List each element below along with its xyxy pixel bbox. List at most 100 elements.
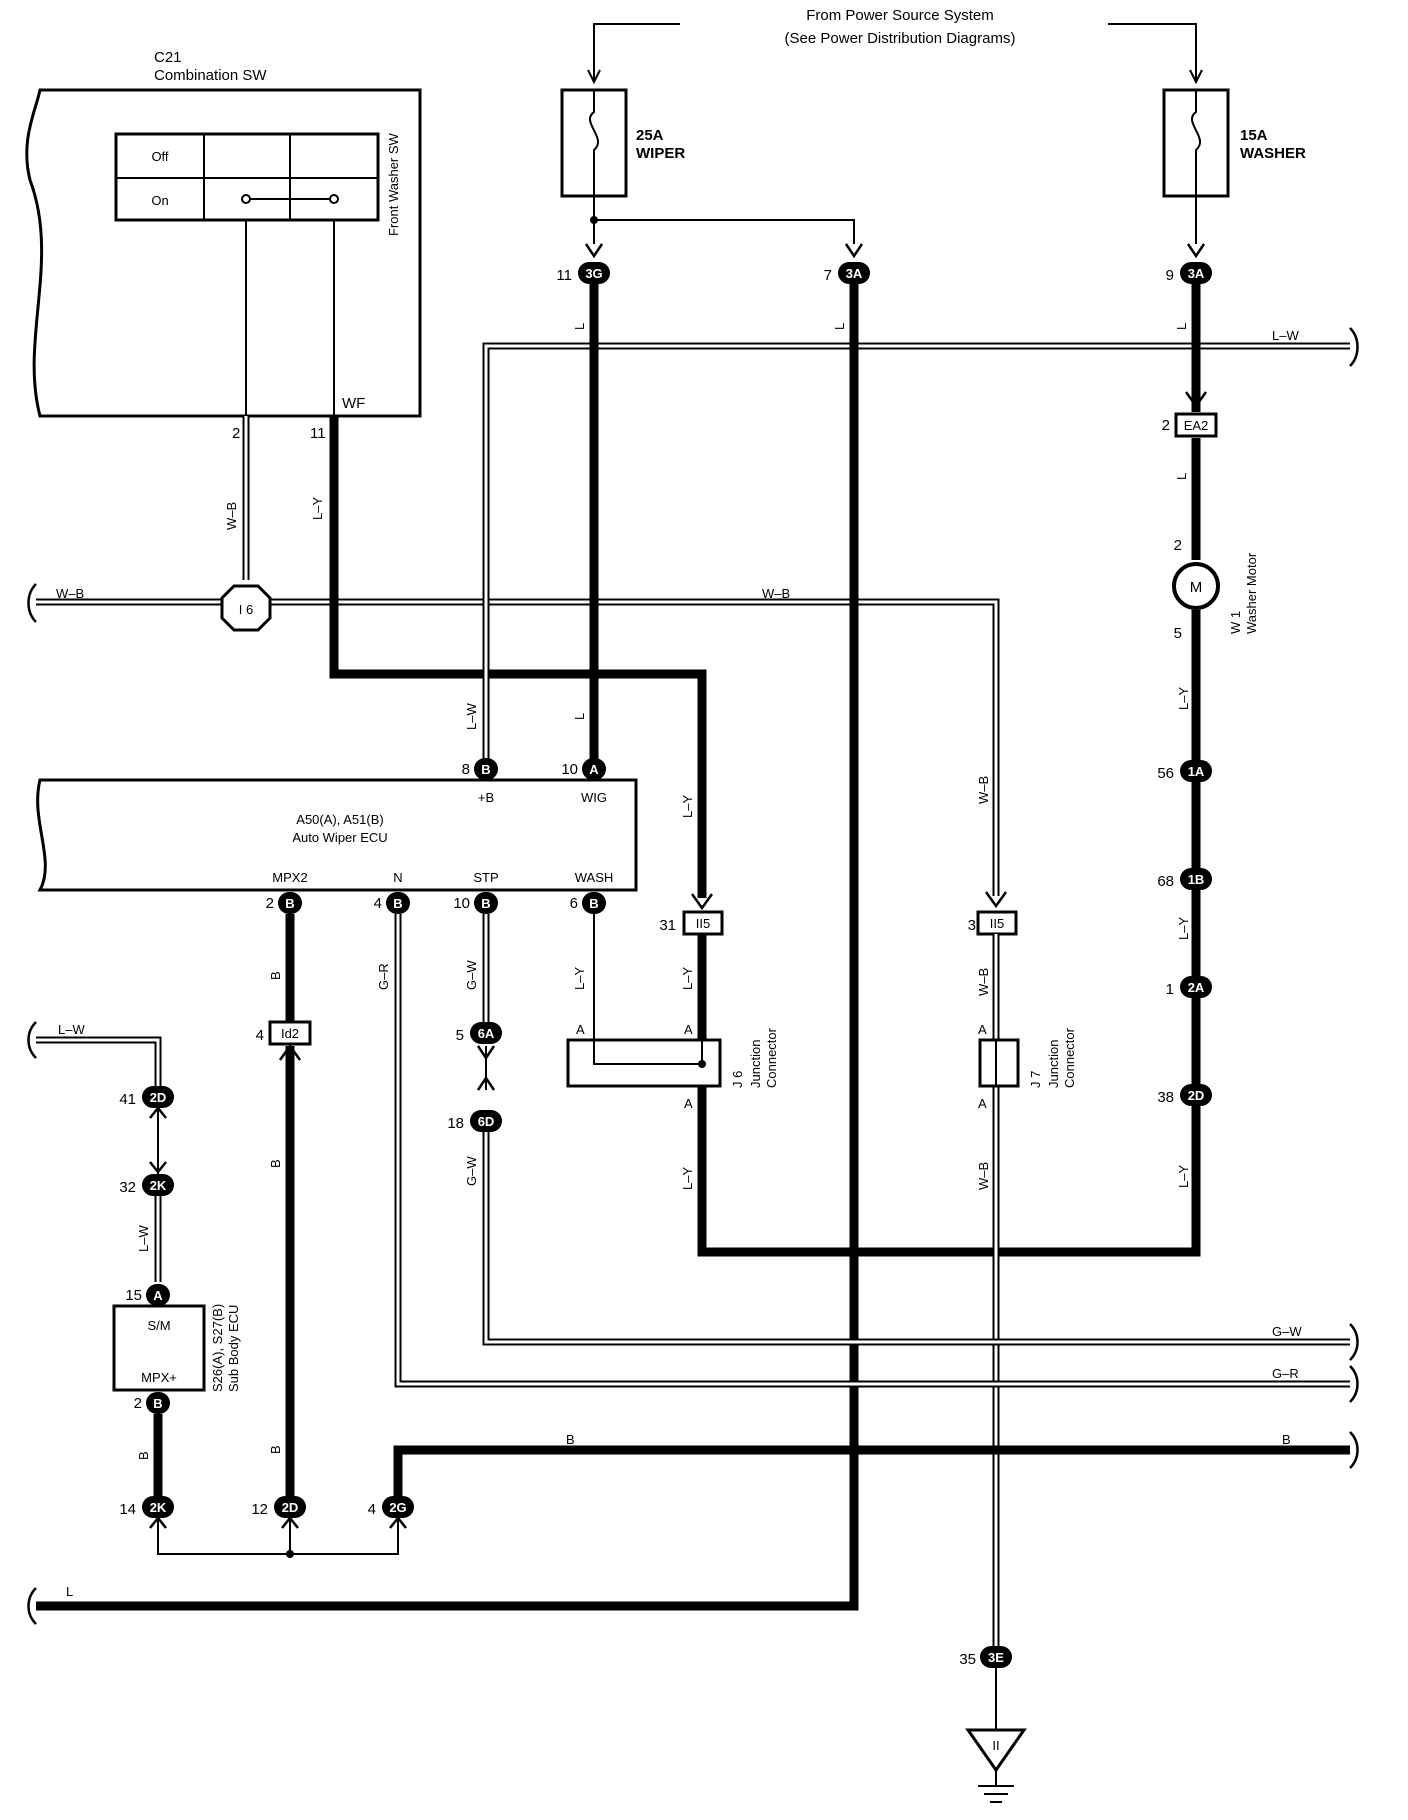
connector-2d-bottom-id: 2D [282, 1500, 299, 1515]
connector-2a: 1 2A [1166, 976, 1212, 998]
ground-ii-label: II [992, 1738, 999, 1753]
connector-ea2-id: EA2 [1184, 418, 1209, 433]
power-source-line1: From Power Source System [806, 7, 994, 24]
ecu-pin-10b-no: 10 [453, 895, 470, 912]
wire-b-body-ecu: B [136, 1414, 163, 1496]
connector-3g-id: 3G [585, 266, 602, 281]
wire-label-g-w-right: G–W [1272, 1324, 1302, 1339]
connector-6d-id: 6D [478, 1114, 495, 1129]
ecu-terminal-plus-b: +B [478, 790, 494, 805]
junction-j7-pin-a-top: A [978, 1022, 987, 1037]
connector-ii5-right-no: 3 [968, 917, 976, 934]
sub-body-ecu-pin-2: 2 [134, 1395, 142, 1412]
ecu-terminal-wig: WIG [581, 790, 607, 805]
wire-w-b-switch: W–B [224, 416, 250, 580]
ecu-pin-10a-conn: A [589, 762, 599, 777]
connector-3e-no: 35 [959, 1651, 976, 1668]
wire-label-w-b-switch: W–B [224, 502, 239, 530]
wire-label-l-y-1b: L–Y [1176, 917, 1191, 940]
wire-l-w-left: L–W L–W [27, 1021, 167, 1282]
connector-1b-id: 1B [1188, 872, 1205, 887]
wire-label-w-b-left: W–B [56, 586, 84, 601]
wire-label-b-body-ecu: B [136, 1451, 151, 1460]
wire-label-l-w-top: L–W [1272, 328, 1299, 343]
sub-body-ecu-pin-15-conn: A [153, 1288, 163, 1303]
connector-2d-right-id: 2D [1188, 1088, 1205, 1103]
connector-2g: 4 2G [368, 1496, 414, 1518]
connector-3a-washer-no: 9 [1166, 267, 1174, 284]
fuse-washer-name: WASHER [1240, 145, 1306, 162]
ecu-terminal-stp: STP [473, 870, 498, 885]
connector-2d-bottom-no: 12 [251, 1501, 268, 1518]
connector-ii5-right-id: II5 [990, 916, 1004, 931]
ecu-pin-6b-no: 6 [570, 895, 578, 912]
fuse-wiper: 25A WIPER [560, 88, 685, 198]
connector-1b: 68 1B [1157, 868, 1212, 890]
source-lead-washer [1108, 23, 1197, 80]
connector-2k-top: 32 2K [119, 1174, 174, 1196]
junction-j7-name2: Connector [1062, 1027, 1077, 1088]
sub-body-ecu-pin-15: 15 [125, 1287, 142, 1304]
washer-motor-ref: W 1 [1228, 611, 1243, 634]
connector-2d-bottom: 12 2D [251, 1496, 306, 1518]
connector-2a-no: 1 [1166, 981, 1174, 998]
wire-l-y-washer: L–Y L–Y L–Y L–Y [680, 610, 1201, 1257]
connector-6d-no: 18 [447, 1115, 464, 1132]
wire-label-b-bus-right: B [1282, 1432, 1291, 1447]
wire-label-l-3a: L [832, 323, 847, 330]
power-source-line2: (See Power Distribution Diagrams) [785, 30, 1016, 47]
fuse-washer: 15A WASHER [1162, 88, 1306, 198]
wire-label-l-washer-top: L [1174, 323, 1189, 330]
ecu-pin-8-conn: B [481, 762, 490, 777]
connector-2d-left-id: 2D [150, 1090, 167, 1105]
connector-ii5-left: 31 II5 [659, 910, 724, 936]
wire-l-y-switch: L–Y L–Y [310, 416, 714, 911]
connector-2d-right-no: 38 [1157, 1089, 1174, 1106]
auto-wiper-ecu-body [36, 778, 638, 892]
wire-w-b-horizontal: W–B W–B W–B [27, 583, 1000, 896]
wire-label-l-y-ii5: L–Y [680, 967, 695, 990]
junction-j6-name: Junction [748, 1040, 763, 1088]
arrow-washer-in [1189, 69, 1203, 85]
wire-label-l-w-ecu: L–W [464, 703, 479, 730]
junction-j7: A A J 7 Junction Connector [978, 1022, 1077, 1111]
ecu-pin-2b-no: 2 [266, 895, 274, 912]
connector-3e: 35 3E [959, 1646, 1012, 1668]
auto-wiper-ecu-name: Auto Wiper ECU [292, 830, 387, 845]
connector-3a-wiper-no: 7 [824, 267, 832, 284]
connector-id2: 4 Id2 [256, 1020, 312, 1046]
ecu-pin-6b-conn: B [589, 896, 598, 911]
sub-body-ecu: 15 A S/M MPX+ 2 B S26(A), S27(B) Sub Bod… [112, 1284, 241, 1414]
auto-wiper-ecu: A50(A), A51(B) Auto Wiper ECU 8 B +B 10 … [36, 758, 638, 914]
wire-label-b-id2: B [268, 1159, 283, 1168]
splice-i6: I 6 [220, 584, 272, 632]
wire-label-l-y-motor: L–Y [1176, 687, 1191, 710]
switch-position-on: On [151, 193, 168, 208]
ecu-pin-4b-conn: B [393, 896, 402, 911]
wire-label-l-wig: L [572, 713, 587, 720]
wire-l-w-top: L–W L–W [464, 327, 1359, 770]
connector-id2-id: Id2 [281, 1026, 299, 1041]
ecu-terminal-n: N [393, 870, 402, 885]
connector-ea2: 2 EA2 [1162, 412, 1218, 438]
connector-2d-left: 41 2D [119, 1086, 174, 1108]
combination-switch: C21 Combination SW Off On Front Washer S… [25, 49, 422, 442]
connector-id2-no: 4 [256, 1027, 264, 1044]
connector-3a-washer-id: 3A [1188, 266, 1205, 281]
wire-label-w-b-mid: W–B [762, 586, 790, 601]
wire-label-w-b-j7: W–B [976, 1162, 991, 1190]
sub-body-ecu-ref: S26(A), S27(B) [210, 1304, 225, 1392]
sub-body-ecu-name: Sub Body ECU [226, 1305, 241, 1392]
wire-l-y-wash: L–Y L–Y [572, 914, 707, 1061]
connector-2g-id: 2G [389, 1500, 406, 1515]
connector-2d-left-no: 41 [119, 1091, 136, 1108]
wire-g-r: G–R G–R [376, 914, 1359, 1403]
wiper-fuse-branch [584, 196, 1206, 259]
connector-6a-no: 5 [456, 1027, 464, 1044]
connector-6a: 5 6A [456, 1022, 502, 1044]
front-washer-sw-label: Front Washer SW [386, 132, 401, 236]
ground-ii: II [965, 1668, 1027, 1803]
sub-body-ecu-pin-2-conn: B [153, 1396, 162, 1411]
fuse-wiper-name: WIPER [636, 145, 685, 162]
